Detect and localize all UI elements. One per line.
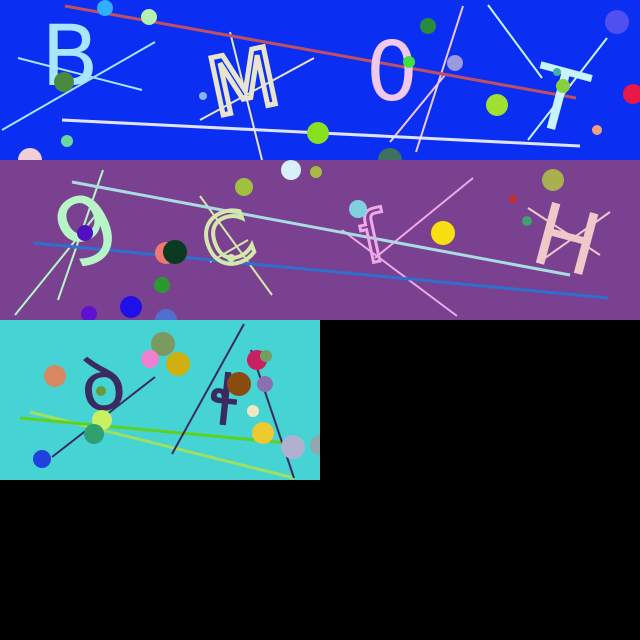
noise-line [199,57,315,121]
noise-dot [257,376,273,392]
glyph-0: 0 [366,25,418,120]
noise-dot [403,56,415,68]
noise-dot [281,435,305,459]
noise-dot [623,84,640,104]
glyph-B: B [41,7,99,105]
noise-dot [447,55,463,71]
noise-dot [154,277,170,293]
noise-dot [252,422,274,444]
noise-dot [96,386,106,396]
noise-dot [120,296,142,318]
noise-line [389,74,446,143]
panel-teal: ꝺ ɬ [0,320,330,480]
noise-dot [166,352,190,376]
noise-dot [542,169,564,191]
empty-region-right [320,320,640,480]
noise-dot [54,72,74,92]
noise-dot [553,68,561,76]
noise-line [171,323,245,455]
noise-dot [522,216,532,226]
noise-dot [163,240,187,264]
noise-line [33,241,609,300]
noise-dot [605,10,629,34]
noise-line [229,31,263,161]
noise-line [71,180,571,277]
noise-line [527,207,601,256]
noise-dot [227,372,251,396]
noise-dot [84,424,104,444]
noise-dot [77,225,93,241]
noise-dot [235,178,253,196]
noise-dot [307,122,329,144]
noise-dot [281,160,301,180]
noise-dot [227,254,235,262]
noise-dot [310,166,322,178]
panel-blue: B M 0 T [0,0,640,172]
noise-dot [33,450,51,468]
noise-dot [61,135,73,147]
noise-line [199,195,273,296]
empty-region-bottom [0,480,640,640]
noise-dot [556,79,570,93]
noise-dot [81,306,97,322]
noise-dot [247,405,259,417]
noise-line [415,5,464,153]
noise-dot [486,94,508,116]
noise-dot [141,9,157,25]
noise-dot [97,0,113,16]
noise-line [17,57,143,91]
noise-line [19,416,299,446]
noise-line [544,211,611,259]
noise-line [374,177,474,259]
noise-dot [349,200,367,218]
noise-dot [431,221,455,245]
panel-purple: 9 C ſ H [0,160,640,331]
noise-dot [509,195,517,203]
noise-line [341,229,458,317]
noise-dot [260,350,272,362]
panel-purple-background [0,160,640,320]
noise-dot [151,332,175,356]
noise-line [487,4,543,79]
noise-line [1,41,156,131]
noise-dot [44,365,66,387]
noise-dot [592,125,602,135]
noise-dot [141,350,159,368]
noise-dot [420,18,436,34]
noise-dot [199,92,207,100]
noise-line [209,239,249,263]
